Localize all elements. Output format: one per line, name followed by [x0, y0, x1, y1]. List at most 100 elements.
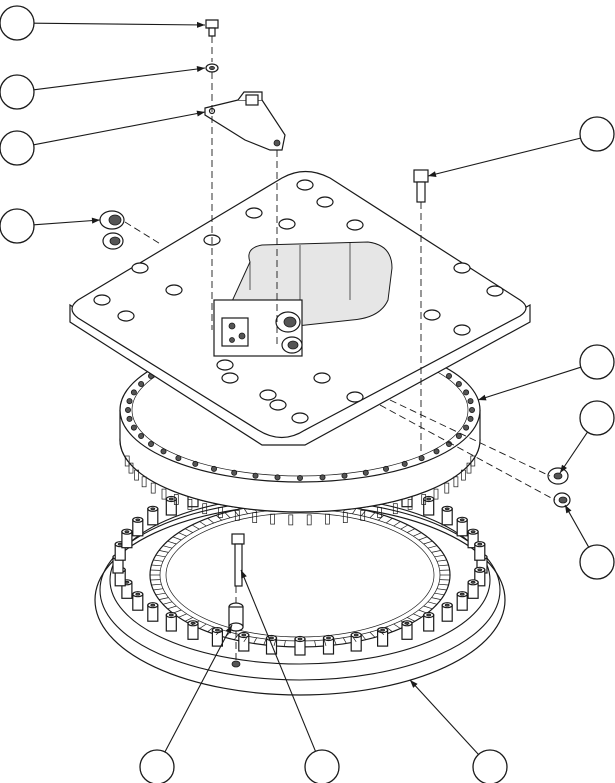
bearing-bolt-hole [467, 398, 474, 405]
gear-tooth [438, 583, 449, 586]
gear-tooth [407, 617, 416, 622]
bearing-bolt [444, 482, 450, 494]
gear-tooth [199, 623, 207, 629]
gear-tooth [151, 564, 162, 567]
plate-hole [313, 372, 331, 384]
gear-tooth [400, 524, 409, 530]
adapter-plate-holes [93, 179, 504, 424]
bearing-bolt [421, 494, 427, 505]
gear-ring-stud [132, 591, 144, 611]
gear-tooth [199, 521, 207, 527]
gear-tooth [369, 631, 376, 638]
bearing-bolt-hole [463, 424, 470, 431]
gear-ring-stud [441, 505, 453, 526]
bearing-bolt-hole [231, 469, 238, 476]
bearing-bolt [134, 469, 139, 481]
bearing-bolt-hole [160, 448, 167, 455]
gear-ring-stud [467, 528, 479, 549]
gear-tooth [361, 510, 367, 516]
plate-hole [453, 324, 471, 336]
gear-tooth [184, 617, 193, 622]
bearing-bolt-hole [126, 415, 133, 422]
plate-hole [278, 218, 296, 230]
gear-ring-stud [238, 631, 250, 652]
bearing-bolt [161, 488, 167, 500]
gear-ring-stud [350, 631, 362, 652]
gear-tooth [407, 528, 416, 533]
gear-tooth [431, 597, 442, 600]
callout-bubbles [0, 5, 615, 783]
bearing-bolt-hole [210, 465, 217, 472]
bearing-bolt-hole [418, 455, 425, 462]
gear-ring-stud [165, 495, 177, 516]
bearing-bolt [234, 510, 240, 521]
bearing-bolt [407, 499, 413, 510]
dowel-pin [231, 533, 245, 587]
bearing-bolt [173, 494, 179, 505]
bearing-bolt-hole [341, 472, 348, 479]
gear-tooth [431, 550, 442, 553]
gear-tooth [418, 609, 428, 614]
gear-tooth [215, 629, 222, 635]
gear-ring-stud [401, 620, 413, 640]
bearing-bolt-hole [175, 455, 182, 462]
gear-tooth [233, 510, 239, 516]
plate-hole [316, 196, 334, 208]
fitting-left-lower [102, 232, 124, 250]
gear-tooth [423, 540, 433, 545]
bearing-bolt-hole [130, 424, 137, 431]
gear-ring-stud [322, 634, 335, 655]
cap-screw-right [413, 169, 429, 203]
gear-tooth [184, 528, 193, 533]
bearing-bolt-hole [401, 460, 408, 467]
gear-ring [94, 471, 506, 696]
gear-tooth [162, 601, 173, 605]
bearing-bolt-hole [433, 448, 440, 455]
gear-ring-stud [474, 541, 486, 561]
bearing-bolt [453, 476, 459, 488]
bearing-bolt-hole [382, 465, 389, 472]
bearing-bolt [360, 510, 366, 521]
gear-tooth [162, 545, 173, 549]
plate-hole [117, 310, 135, 322]
gear-ring-stud [187, 620, 199, 640]
bearing-bolt-hole [274, 474, 281, 481]
bearing-bolt [433, 488, 439, 500]
gear-ring-stud [377, 626, 389, 647]
gear-ring-stud [456, 591, 468, 611]
callout-9 [139, 624, 233, 783]
bearing-bolt [392, 503, 398, 515]
bearing-bolt-hole [126, 398, 133, 405]
gear-tooth [436, 588, 447, 591]
gear-tooth [167, 540, 177, 545]
manifold-block [213, 299, 303, 357]
plate-hole [221, 372, 239, 384]
callout-5 [427, 116, 615, 177]
bearing-bolt [466, 462, 472, 474]
callout-4 [0, 208, 101, 244]
bearing-bolt [252, 512, 258, 523]
gear-tooth [314, 640, 317, 647]
gear-ring-stud [121, 528, 133, 549]
gear-tooth [273, 639, 277, 646]
bearing-bolt [124, 455, 130, 467]
gear-ring-stud [423, 495, 435, 516]
gear-tooth [207, 518, 215, 524]
gear-tooth [153, 588, 164, 591]
bearing-bolt [150, 482, 156, 494]
gear-tooth [215, 515, 222, 521]
plate-hole [259, 389, 277, 401]
gear-tooth [378, 629, 385, 635]
gear-ring-stud [423, 611, 435, 632]
bearing-bolt-hole [138, 432, 145, 439]
gear-tooth [253, 637, 258, 644]
bearing-bolt [470, 455, 476, 467]
gear-tooth [333, 638, 337, 646]
callout-10 [240, 569, 340, 783]
gear-tooth [158, 550, 169, 553]
gear-tooth [418, 536, 428, 541]
gear-tooth [224, 512, 231, 519]
bracket [204, 91, 286, 151]
gear-tooth [178, 532, 187, 537]
